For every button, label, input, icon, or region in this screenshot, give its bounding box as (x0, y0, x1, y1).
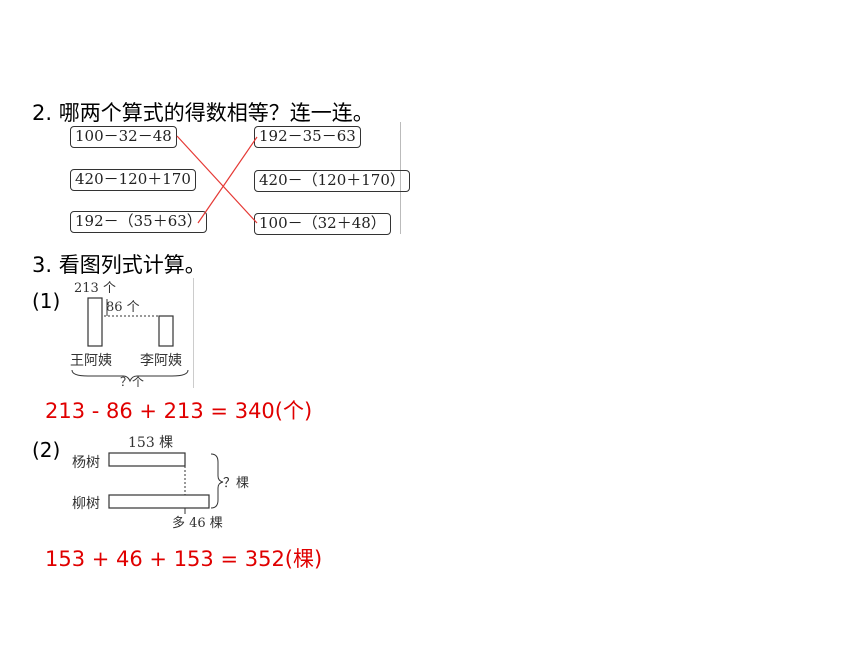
bar-liu (108, 494, 210, 509)
bar-wang (87, 297, 103, 347)
match-line-2 (197, 136, 258, 224)
left-expression-2[interactable]: 420－120＋170 (70, 169, 196, 191)
right-expression-2[interactable]: 420－（120＋170） (254, 170, 410, 192)
total-brace (71, 369, 189, 383)
right-expression-3[interactable]: 100－（32＋48） (254, 213, 391, 235)
row-yang-label: 杨树 (72, 455, 100, 471)
part2-top-count: 153 棵 (128, 435, 173, 451)
part2-label: (2) (32, 438, 61, 462)
part1-label: (1) (32, 289, 61, 313)
part2-diff: 多 46 棵 (172, 515, 223, 531)
matching-lines (176, 135, 258, 224)
part2-answer: 153 + 46 + 153 = 352(棵) (45, 547, 323, 571)
bar-li (158, 315, 174, 347)
q2-heading: 2. 哪两个算式的得数相等？连一连。 (32, 101, 374, 125)
match-line-1 (176, 135, 258, 224)
part2-total: ？棵 (223, 476, 249, 491)
part2-diagram: 153 棵 杨树 柳树 多 46 棵 ？棵 (68, 428, 268, 538)
q3-heading: 3. 看图列式计算。 (32, 253, 206, 277)
part1-total: ？个 (120, 375, 144, 388)
row-liu-label: 柳树 (72, 495, 100, 512)
left-expression-3[interactable]: 192－（35＋63） (70, 211, 207, 233)
right-expression-1[interactable]: 192－35－63 (254, 126, 361, 148)
q2-match-panel: 100－32－48 420－120＋170 192－（35＋63） 192－35… (62, 122, 410, 235)
bar-yang (108, 452, 186, 467)
part1-diff: 86 个 (106, 300, 140, 315)
name-li: 李阿姨 (140, 353, 182, 369)
left-expression-1[interactable]: 100－32－48 (70, 126, 177, 148)
part1-answer: 213 - 86 + 213 = 340(个) (45, 399, 313, 423)
name-wang: 王阿姨 (70, 353, 112, 369)
total-brace-2 (210, 453, 224, 509)
part1-diagram: 213 个 86 个 王阿姨 李阿姨 ？个 (68, 278, 194, 388)
part1-top-count: 213 个 (74, 281, 116, 296)
